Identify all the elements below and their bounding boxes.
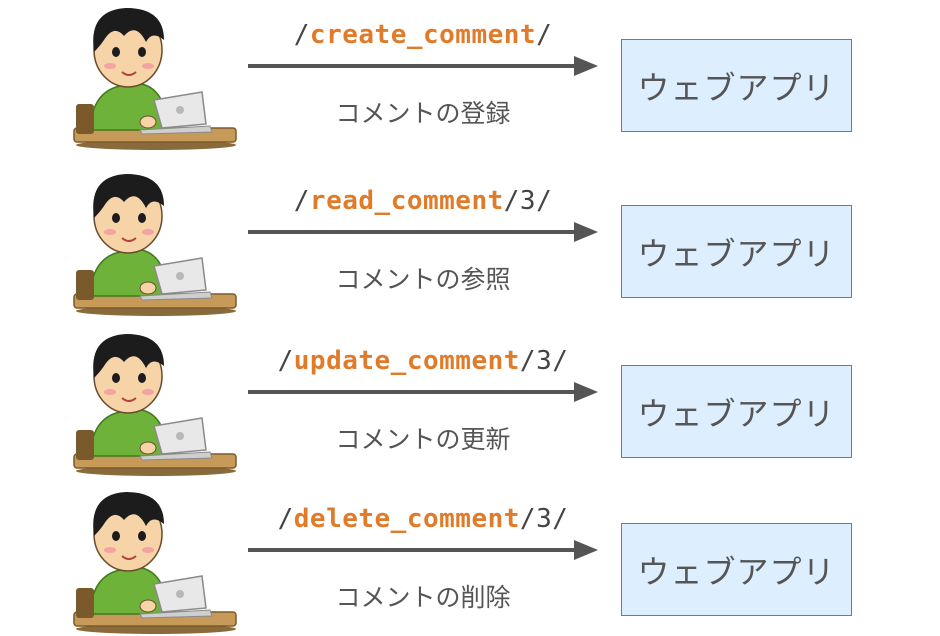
web-app-box: ウェブアプリ <box>621 365 852 458</box>
url-keyword: create_comment <box>309 20 537 50</box>
request-url: /update_comment/3/ <box>248 346 598 376</box>
url-prefix: / <box>277 504 294 534</box>
user-at-laptop-icon <box>73 8 237 150</box>
request-url: /read_comment/3/ <box>248 186 598 216</box>
user-at-laptop-icon <box>73 492 237 634</box>
user-at-laptop-icon <box>73 334 237 476</box>
url-keyword: delete_comment <box>293 504 520 534</box>
web-app-box: ウェブアプリ <box>621 39 852 132</box>
url-suffix: / <box>536 20 553 50</box>
request-arrow <box>248 222 598 242</box>
url-prefix: / <box>277 346 294 376</box>
action-caption: コメントの参照 <box>335 265 511 294</box>
action-caption: コメントの登録 <box>335 99 511 128</box>
request-row: /delete_comment/3/ コメントの削除 ウェブアプリ <box>0 484 940 634</box>
request-arrow <box>248 540 598 560</box>
url-prefix: / <box>293 186 310 216</box>
url-suffix: /3/ <box>519 346 569 376</box>
action-caption: コメントの更新 <box>335 425 511 454</box>
url-prefix: / <box>293 20 310 50</box>
web-app-box: ウェブアプリ <box>621 523 852 616</box>
request-arrow <box>248 382 598 402</box>
url-suffix: /3/ <box>519 504 569 534</box>
web-app-box: ウェブアプリ <box>621 205 852 298</box>
request-arrow <box>248 56 598 76</box>
url-keyword: update_comment <box>293 346 520 376</box>
request-row: /update_comment/3/ コメントの更新 ウェブアプリ <box>0 326 940 476</box>
user-at-laptop-icon <box>73 174 237 316</box>
request-url: /delete_comment/3/ <box>248 504 598 534</box>
request-url: /create_comment/ <box>248 20 598 50</box>
url-suffix: /3/ <box>503 186 553 216</box>
url-keyword: read_comment <box>309 186 504 216</box>
action-caption: コメントの削除 <box>335 583 511 612</box>
request-row: /create_comment/ コメントの登録 ウェブアプリ <box>0 0 940 150</box>
request-row: /read_comment/3/ コメントの参照 ウェブアプリ <box>0 166 940 316</box>
